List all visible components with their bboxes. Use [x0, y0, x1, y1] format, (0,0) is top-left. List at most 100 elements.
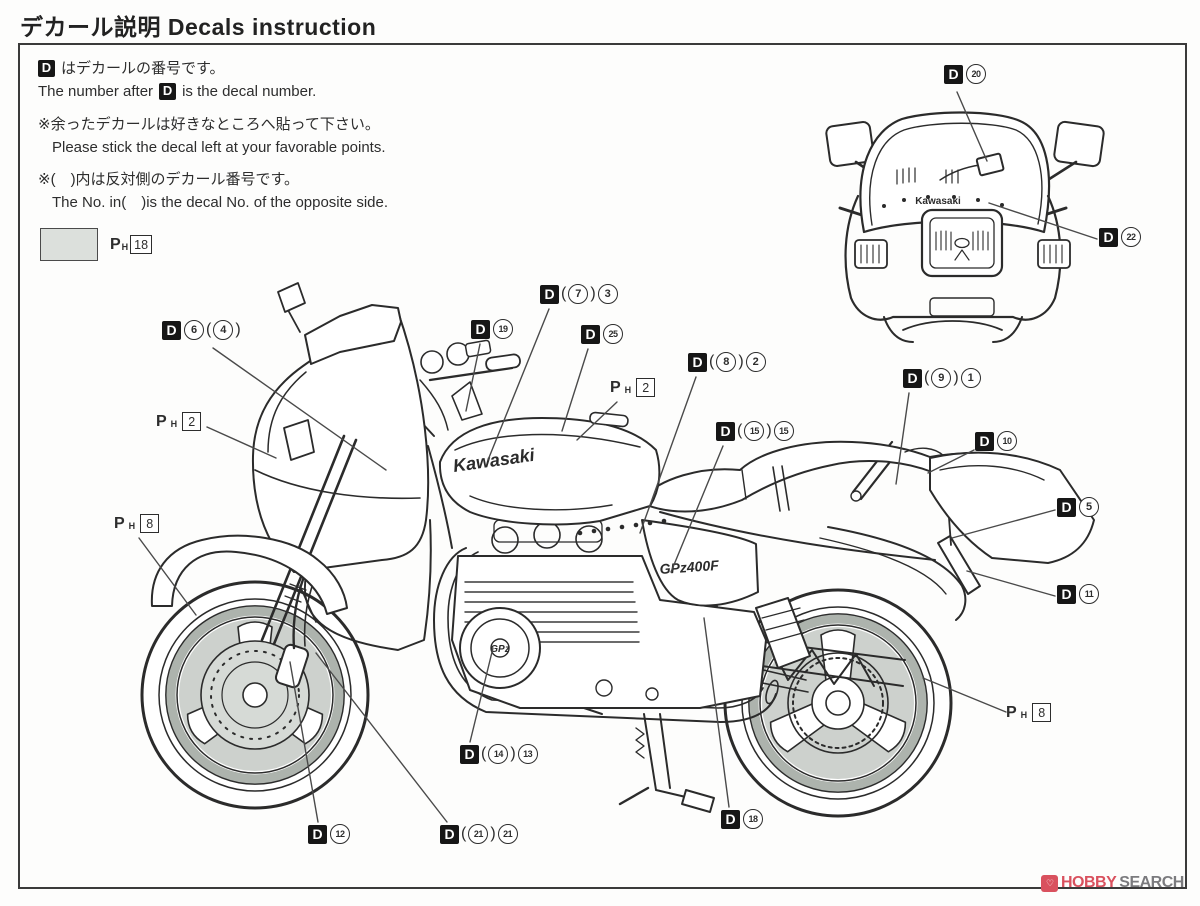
note-jp-2: ※余ったデカールは好きなところへ貼って下さい。	[38, 116, 388, 133]
circled-number: 25	[603, 324, 623, 344]
paren-close: )	[510, 745, 516, 762]
ph-p: P	[1006, 703, 1017, 721]
decal-d-badge: D	[688, 352, 707, 372]
circled-number: 15	[744, 421, 765, 441]
circled-number: 11	[1079, 584, 1099, 604]
circled-number: 13	[517, 744, 538, 764]
ph-number-box: 18	[130, 235, 153, 254]
ph-number-box: 8	[1032, 703, 1052, 722]
color-swatch-row: P H 18	[40, 228, 153, 261]
note-en-3-text: The No. in( )is the decal No. of the opp…	[52, 194, 389, 212]
watermark-brand-gray: SEARCH	[1119, 874, 1184, 891]
note-en-2: Please stick the decal left at your favo…	[52, 139, 388, 156]
paren-close: )	[738, 353, 744, 370]
content-frame-border	[18, 43, 1187, 889]
circled-number: 21	[497, 824, 518, 844]
paren-close: )	[490, 825, 496, 842]
ph-h: H	[170, 419, 178, 429]
paren-open: (	[461, 825, 467, 842]
notes-block: D はデカールの番号です。 The number after D is the …	[38, 58, 388, 218]
note-jp-3: ※( )内は反対側のデカール番号です。	[38, 171, 388, 188]
circled-number: 4	[213, 320, 234, 340]
ph-p: P	[156, 412, 167, 430]
decal-d-badge: D	[159, 83, 177, 101]
note-jp-1: D はデカールの番号です。	[38, 60, 388, 78]
ph-p: P	[114, 514, 125, 532]
watermark-brand-red: HOBBY	[1061, 874, 1117, 891]
circled-number: 19	[493, 319, 513, 339]
decal-d-badge: D	[308, 824, 327, 844]
ph18-paint-label: P H 18	[110, 235, 153, 254]
paren-close: )	[953, 369, 959, 386]
paren-open: (	[481, 745, 487, 762]
circled-number: 12	[330, 824, 350, 844]
decal-d-badge: D	[903, 368, 922, 388]
decal-d-badge: D	[38, 60, 55, 78]
circled-number: 20	[966, 64, 986, 84]
decal-label-d7-3: D(7)3	[540, 284, 618, 304]
circled-number: 21	[468, 824, 489, 844]
decal-d-badge: D	[716, 421, 735, 441]
paren-open: (	[737, 422, 743, 439]
circled-number: 14	[488, 744, 509, 764]
circled-number: 9	[931, 368, 952, 388]
decal-d-badge: D	[460, 744, 479, 764]
note-en-1-prefix: The number after	[38, 83, 154, 101]
hobby-search-watermark: ♡ HOBBY SEARCH	[1041, 874, 1184, 892]
circled-number: 22	[1121, 227, 1141, 247]
ph-number-box: 2	[182, 412, 202, 431]
decal-d-badge: D	[1057, 497, 1076, 517]
paren-close: )	[590, 285, 596, 302]
hobby-search-icon: ♡	[1041, 874, 1058, 892]
note-en-1: The number after D is the decal number.	[38, 83, 388, 101]
ph-h: H	[1020, 710, 1028, 720]
circled-number: 15	[773, 421, 794, 441]
decal-d-badge: D	[540, 284, 559, 304]
ph-p: P	[110, 235, 121, 253]
decal-label-d9-1: D(9)1	[903, 368, 981, 388]
decal-label-d15-15: D(15)15	[716, 421, 794, 441]
circled-number: 6	[184, 320, 204, 340]
ph-h: H	[128, 521, 136, 531]
paren-close: )	[235, 321, 241, 338]
paren-open: (	[561, 285, 567, 302]
paren-open: (	[924, 369, 930, 386]
note-en-3: The No. in( )is the decal No. of the opp…	[52, 194, 388, 211]
page-title: デカール説明 Decals instruction	[20, 14, 377, 40]
circled-number: 1	[960, 368, 981, 388]
ph-number-box: 2	[636, 378, 656, 397]
circled-number: 2	[745, 352, 766, 372]
ph-h: H	[121, 242, 129, 252]
decal-d-badge: D	[440, 824, 459, 844]
note-jp-1-text: はデカールの番号です。	[61, 60, 225, 77]
decal-d-badge: D	[721, 809, 740, 829]
ph-h: H	[624, 385, 632, 395]
decal-d-badge: D	[1099, 227, 1118, 247]
circled-number: 10	[997, 431, 1017, 451]
decal-d-badge: D	[1057, 584, 1076, 604]
paint-color-swatch	[40, 228, 98, 261]
ph-number-box: 8	[140, 514, 160, 533]
circled-number: 8	[716, 352, 737, 372]
decal-d-badge: D	[944, 64, 963, 84]
circled-number: 3	[597, 284, 618, 304]
ph-p: P	[610, 378, 621, 396]
note-en-1-suffix: is the decal number.	[182, 83, 317, 101]
note-jp-3-text: ※( )内は反対側のデカール番号です。	[38, 171, 300, 188]
decal-d-badge: D	[581, 324, 600, 344]
decal-d-badge: D	[162, 320, 181, 340]
